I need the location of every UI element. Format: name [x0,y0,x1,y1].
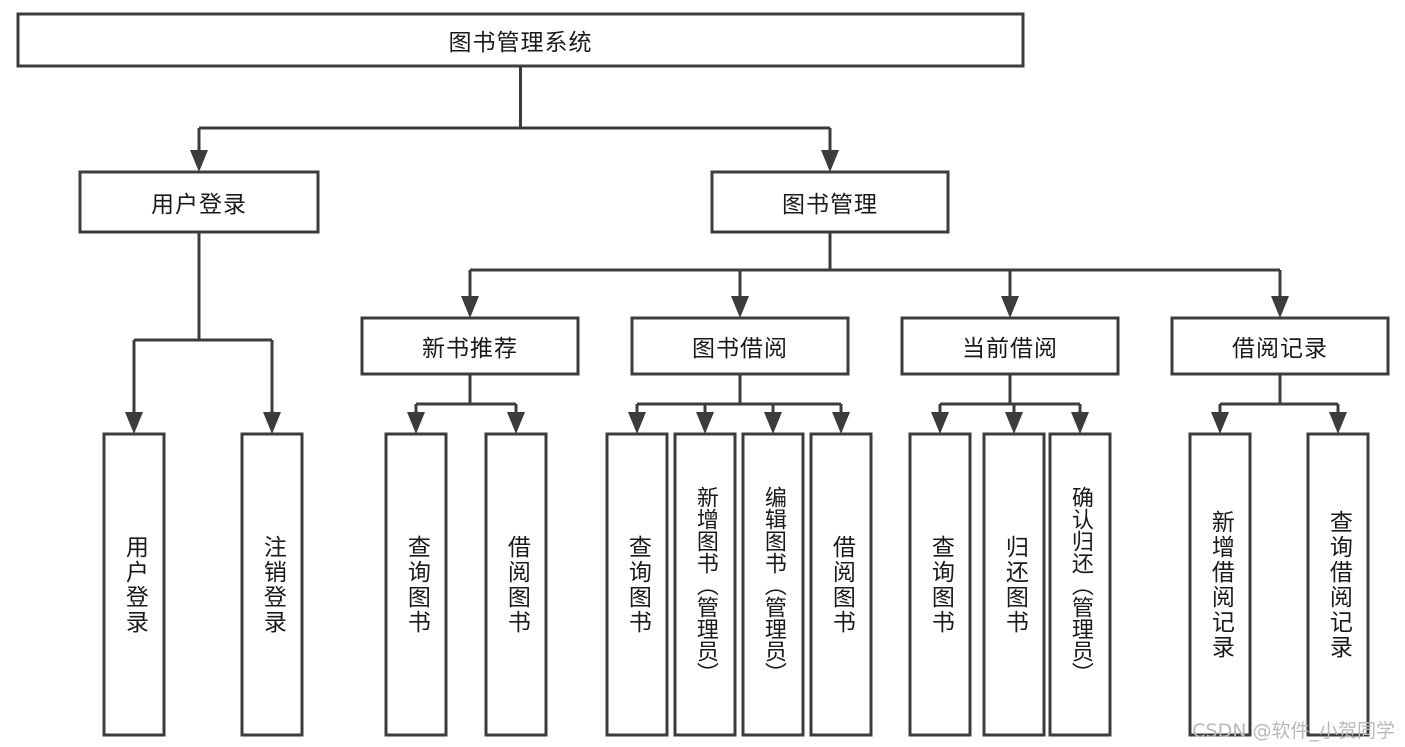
node-book-borrow-box[interactable] [630,316,850,376]
node-leaf-add-record-box[interactable] [1188,432,1252,737]
newbookrec-to-leaves-arrow-0 [407,412,425,434]
node-root-box[interactable] [16,12,1025,68]
node-user-login-box[interactable] [78,170,320,234]
currentborrow-to-leaves-arrow-2 [1071,412,1089,434]
root-to-level1-arrow-1 [821,150,839,172]
bookborrow-to-leaves-arrow-1 [696,412,714,434]
node-leaf-query-record-box[interactable] [1306,432,1370,737]
node-leaf-logout-box[interactable] [240,432,304,737]
node-leaf-confirm-return-box[interactable] [1048,432,1112,737]
node-leaf-user-login-box[interactable] [102,432,166,737]
bookborrow-to-leaves-arrow-0 [628,412,646,434]
node-leaf-return-book-box[interactable] [982,432,1046,737]
node-leaf-borrow-book-box[interactable] [809,432,873,737]
node-book-manage-box[interactable] [710,170,950,234]
node-leaf-borrow-book-rec-box[interactable] [484,432,548,737]
bookmanage-to-level2-arrow-2 [1001,296,1019,318]
bookmanage-to-level2-arrow-1 [731,296,749,318]
node-new-book-rec-box[interactable] [360,316,580,376]
userlogin-to-leaves-arrow-1 [263,412,281,434]
currentborrow-to-leaves-arrow-1 [1005,412,1023,434]
node-leaf-edit-book-box[interactable] [741,432,805,737]
bookborrow-to-leaves-arrow-2 [764,412,782,434]
currentborrow-to-leaves-arrow-0 [931,412,949,434]
borrowrecord-to-leaves-arrow-1 [1329,412,1347,434]
node-borrow-record-box[interactable] [1170,316,1390,376]
bookborrow-to-leaves-arrow-3 [832,412,850,434]
userlogin-to-leaves-arrow-0 [125,412,143,434]
bookmanage-to-level2-arrow-3 [1271,296,1289,318]
node-leaf-query-book-rec-box[interactable] [384,432,448,737]
node-current-borrow-box[interactable] [900,316,1120,376]
borrowrecord-to-leaves-arrow-0 [1211,412,1229,434]
root-to-level1-arrow-0 [190,150,208,172]
node-leaf-query-book-borrow-box[interactable] [605,432,669,737]
bookmanage-to-level2-arrow-0 [461,296,479,318]
node-leaf-query-book-cur-box[interactable] [908,432,972,737]
newbookrec-to-leaves-arrow-1 [507,412,525,434]
node-leaf-add-book-box[interactable] [673,432,737,737]
